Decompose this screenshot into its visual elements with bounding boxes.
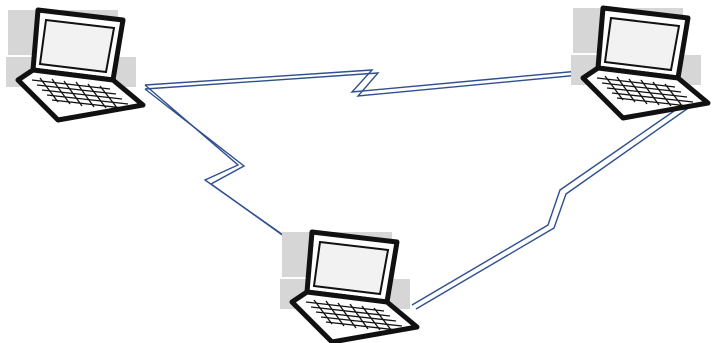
- link-top-left-top-right: [145, 70, 590, 96]
- link-top-right-bottom: [412, 100, 694, 309]
- laptop-icon: [571, 8, 708, 118]
- laptop-icon: [280, 232, 417, 342]
- laptop-icon: [6, 10, 143, 120]
